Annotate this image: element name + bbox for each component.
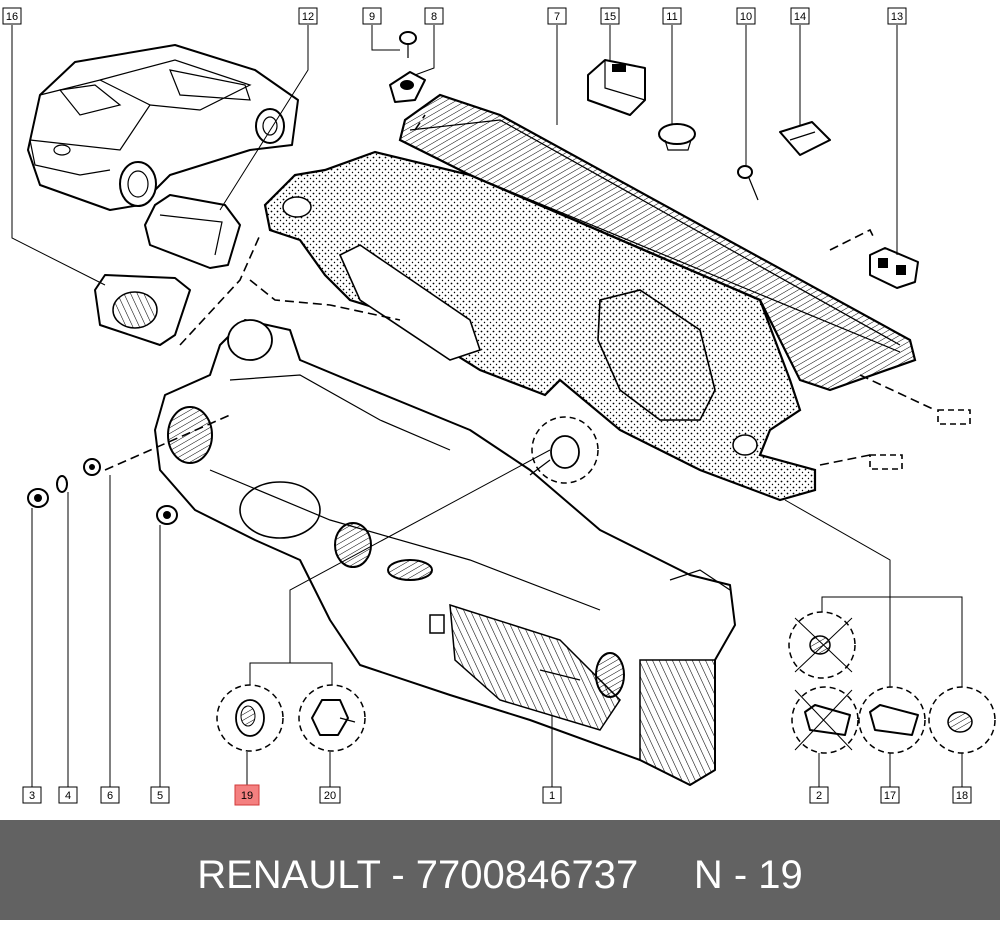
part-10-screw [737, 165, 759, 201]
part-8-clip [389, 71, 426, 103]
callout-7: 7 [547, 7, 567, 25]
svg-text:7: 7 [554, 11, 560, 23]
svg-text:8: 8 [431, 11, 437, 23]
callout-9: 9 [362, 7, 382, 25]
leader-lines [11, 25, 963, 787]
brand-name: RENAULT [197, 853, 381, 897]
callout-17: 17 [880, 786, 900, 804]
svg-text:9: 9 [369, 11, 375, 23]
callout-2: 2 [809, 786, 829, 804]
detail-17 [858, 686, 926, 754]
callout-18: 18 [952, 786, 972, 804]
svg-text:14: 14 [794, 11, 806, 23]
callout-6: 6 [100, 786, 120, 804]
footer-gap [638, 853, 694, 897]
detail-crossed-a [788, 611, 856, 679]
ref-label: N [693, 853, 723, 897]
callout-12: 12 [298, 7, 318, 25]
callout-4: 4 [58, 786, 78, 804]
callout-3: 3 [22, 786, 42, 804]
part-11-cap [658, 123, 696, 151]
ref-number: 19 [758, 853, 803, 897]
svg-text:2: 2 [816, 790, 822, 802]
callout-10: 10 [736, 7, 756, 25]
part-16-vent-bezel [94, 274, 191, 346]
callout-15: 15 [600, 7, 620, 25]
assembly-lines [104, 114, 936, 471]
callout-16: 16 [2, 7, 22, 25]
svg-text:4: 4 [65, 790, 71, 802]
part-13-switch [869, 247, 919, 289]
ref-separator: - [722, 853, 759, 897]
part-info-footer: RENAULT - 7700846737 N - 19 [0, 820, 1000, 920]
callout-13: 13 [887, 7, 907, 25]
part-info-text: RENAULT - 7700846737 N - 19 [0, 820, 1000, 920]
part-12-trim [144, 194, 241, 269]
arrow-boxes [869, 409, 971, 470]
detail-18 [928, 686, 996, 754]
svg-text:6: 6 [107, 790, 113, 802]
svg-text:18: 18 [956, 790, 968, 802]
svg-text:16: 16 [6, 11, 18, 23]
part-1-lower-dash [154, 319, 736, 786]
detail-20 [298, 684, 366, 752]
part-number: 7700846737 [415, 853, 639, 897]
svg-text:1: 1 [549, 790, 555, 802]
callout-8: 8 [424, 7, 444, 25]
dashboard-exploded-diagram: 16 12 9 8 7 15 11 10 14 13 3 4 6 5 19 20… [2, 7, 996, 806]
part-9-screw [399, 31, 417, 58]
svg-text:17: 17 [884, 790, 896, 802]
svg-text:15: 15 [604, 11, 616, 23]
callout-20: 20 [319, 786, 341, 804]
callout-5: 5 [150, 786, 170, 804]
svg-text:13: 13 [891, 11, 903, 23]
detail-19 [216, 684, 284, 752]
svg-text:11: 11 [666, 11, 677, 23]
detail-2-crossed [791, 686, 859, 754]
svg-text:19: 19 [241, 790, 253, 802]
callout-1: 1 [542, 786, 562, 804]
svg-text:5: 5 [157, 790, 163, 802]
svg-text:10: 10 [740, 11, 752, 23]
part-15-connector [587, 59, 646, 116]
callout-11: 11 [662, 7, 682, 25]
callout-14: 14 [790, 7, 810, 25]
callout-19-highlighted[interactable]: 19 [234, 784, 260, 806]
parts-3-4-6-5-nuts [27, 458, 178, 525]
svg-text:12: 12 [302, 11, 314, 23]
part-14-tab [779, 121, 831, 156]
svg-text:20: 20 [324, 790, 336, 802]
svg-text:3: 3 [29, 790, 35, 802]
detail-top-center [529, 416, 599, 484]
brand-separator: - [380, 853, 416, 897]
car-illustration [27, 44, 299, 211]
part-7-upper-dash [263, 93, 917, 502]
